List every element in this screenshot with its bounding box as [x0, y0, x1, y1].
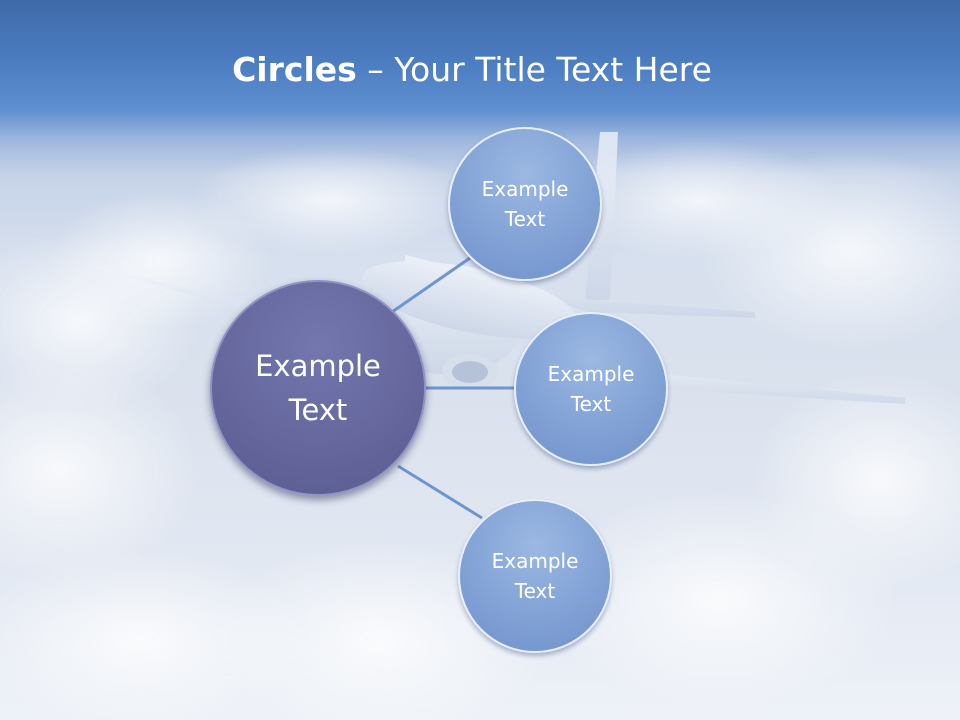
slide-title: Circles – Your Title Text Here [0, 50, 944, 89]
center-circle-label-line2: Text [288, 393, 348, 427]
connector-line-bottom [397, 464, 483, 520]
node-circle-middle[interactable]: Example Text [514, 312, 668, 466]
node-label-line2: Text [570, 392, 612, 416]
node-label-line2: Text [504, 207, 546, 231]
title-bold: Circles [232, 50, 357, 89]
node-circle-top[interactable]: Example Text [448, 127, 602, 281]
title-rest: – Your Title Text Here [356, 50, 712, 89]
node-label-line2: Text [514, 579, 556, 603]
node-label-line1: Example [547, 362, 635, 386]
clouds [0, 140, 960, 720]
center-circle-label-line1: Example [255, 349, 381, 383]
center-circle[interactable]: Example Text [210, 280, 426, 496]
connector-line-top [391, 256, 471, 314]
node-label-line1: Example [491, 549, 579, 573]
node-label-line1: Example [481, 177, 569, 201]
node-circle-bottom[interactable]: Example Text [458, 499, 612, 653]
